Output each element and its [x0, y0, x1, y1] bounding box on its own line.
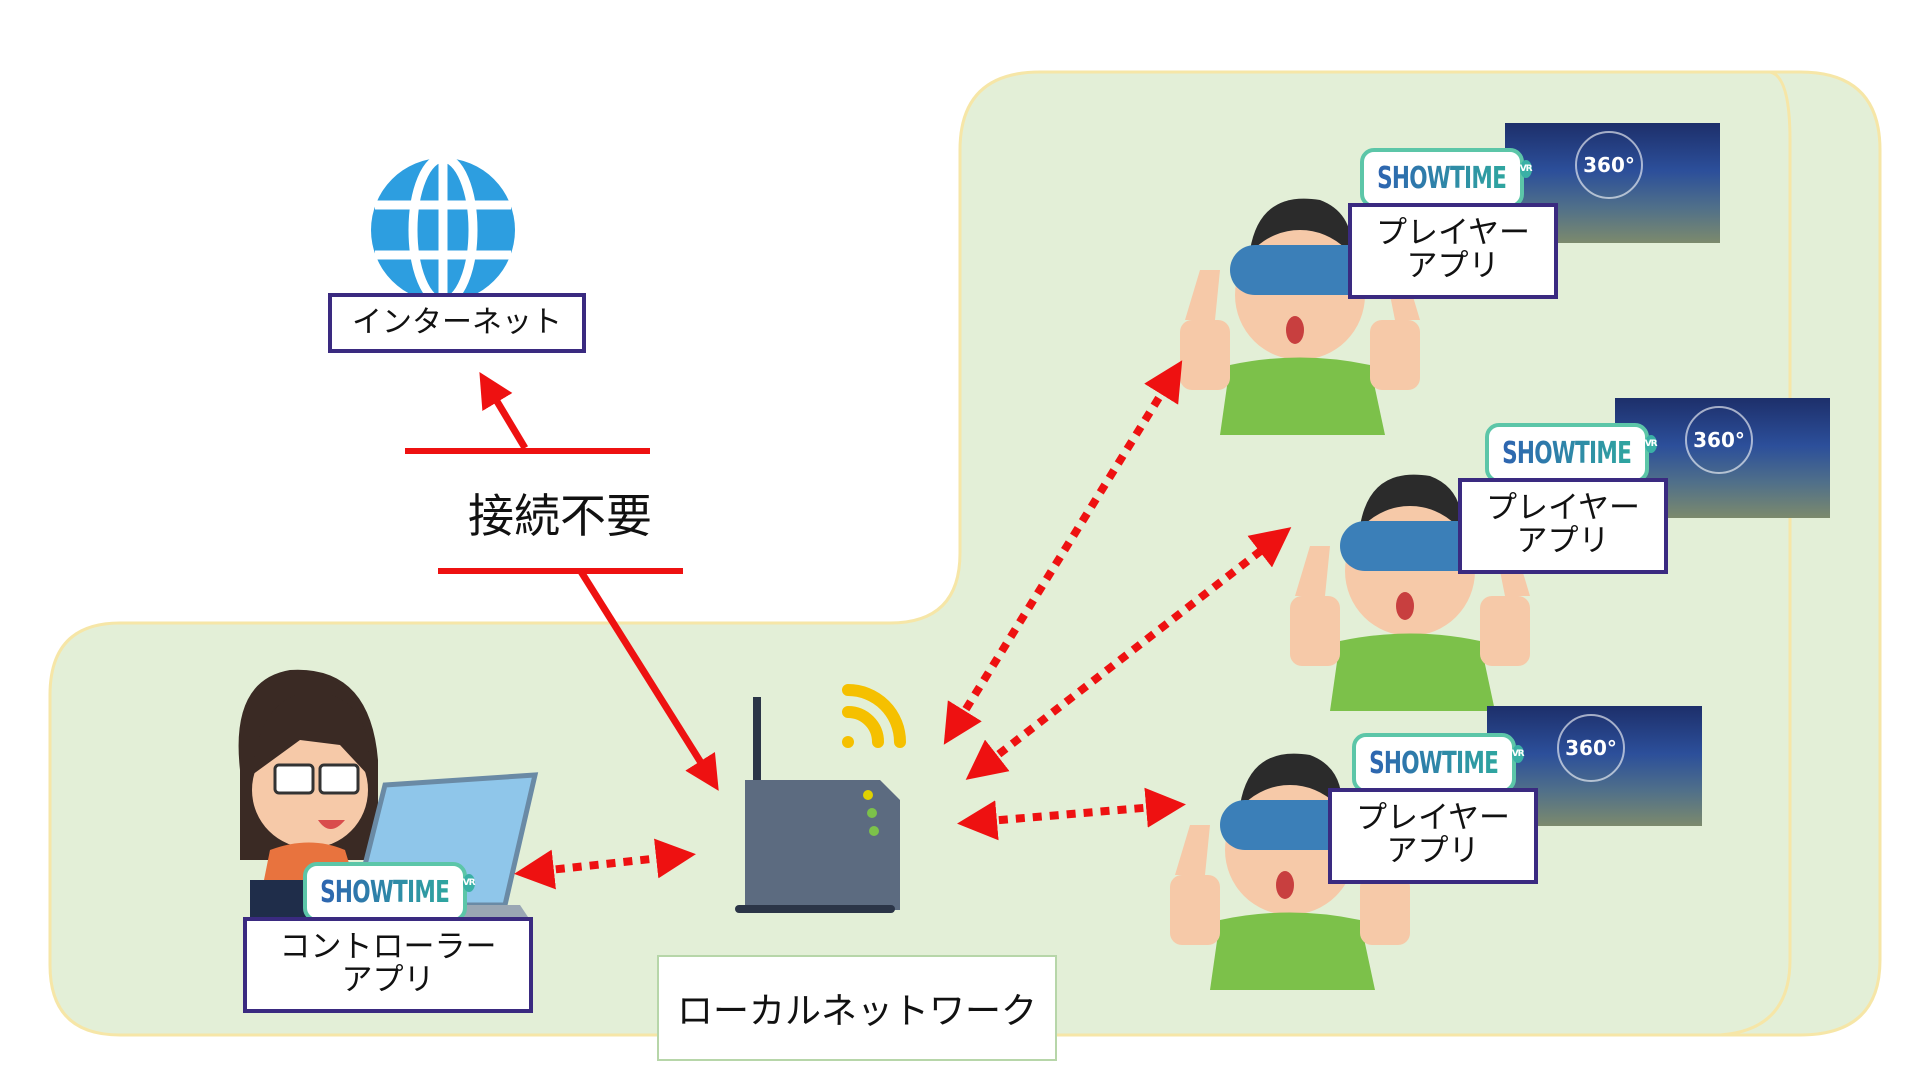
router-player2-link	[965, 527, 1292, 780]
360-badge: 360°	[1575, 131, 1643, 199]
player-line1: プレイヤー	[1375, 215, 1531, 251]
360-badge: 360°	[1685, 406, 1753, 474]
wifi-router-icon	[735, 697, 900, 913]
showtime-vr-logo: SHOWTIME VR	[303, 862, 476, 922]
player-app-label: プレイヤー アプリ	[1328, 788, 1538, 884]
showtime-vr-logo: SHOWTIME VR	[1360, 148, 1533, 208]
router-player3-link	[957, 787, 1186, 841]
showtime-vr-logo: SHOWTIME VR	[1485, 423, 1658, 483]
vr-badge: VR	[1511, 745, 1525, 763]
logo-text: SHOWTIME	[1369, 745, 1500, 781]
internet-text: インターネット	[352, 305, 562, 340]
vr-headset-user-icon	[1170, 198, 1530, 990]
vr-badge: VR	[1519, 160, 1533, 178]
vr-badge: VR	[1644, 435, 1658, 453]
local-network-label: ローカルネットワーク	[657, 955, 1057, 1061]
controller-line2: アプリ	[341, 961, 435, 998]
player-line2: アプリ	[1386, 832, 1480, 869]
showtime-vr-logo: SHOWTIME VR	[1352, 733, 1525, 793]
network-area-edge	[1719, 70, 1792, 1037]
player-line2: アプリ	[1406, 247, 1500, 284]
logo-text: SHOWTIME	[320, 874, 451, 910]
player-line1: プレイヤー	[1355, 800, 1511, 836]
vr-video-thumbnail: 360°	[1505, 123, 1720, 243]
player-line2: アプリ	[1516, 522, 1610, 559]
360-badge: 360°	[1557, 714, 1625, 782]
wifi-signal-icon	[842, 684, 906, 748]
internet-link-arrow	[405, 371, 719, 791]
controller-router-link	[514, 838, 696, 890]
no-connection-label: 接続不要	[468, 489, 652, 543]
controller-line1: コントローラー	[279, 929, 497, 965]
player-app-label: プレイヤー アプリ	[1348, 203, 1558, 299]
logo-text: SHOWTIME	[1377, 160, 1508, 196]
vr-video-thumbnail: 360°	[1615, 398, 1830, 518]
logo-text: SHOWTIME	[1502, 435, 1633, 471]
player-app-label: プレイヤー アプリ	[1458, 478, 1668, 574]
player-line1: プレイヤー	[1485, 490, 1641, 526]
internet-label: インターネット	[328, 293, 586, 353]
controller-app-label: コントローラー アプリ	[243, 917, 533, 1013]
globe-icon	[371, 153, 515, 307]
vr-badge: VR	[462, 874, 476, 892]
